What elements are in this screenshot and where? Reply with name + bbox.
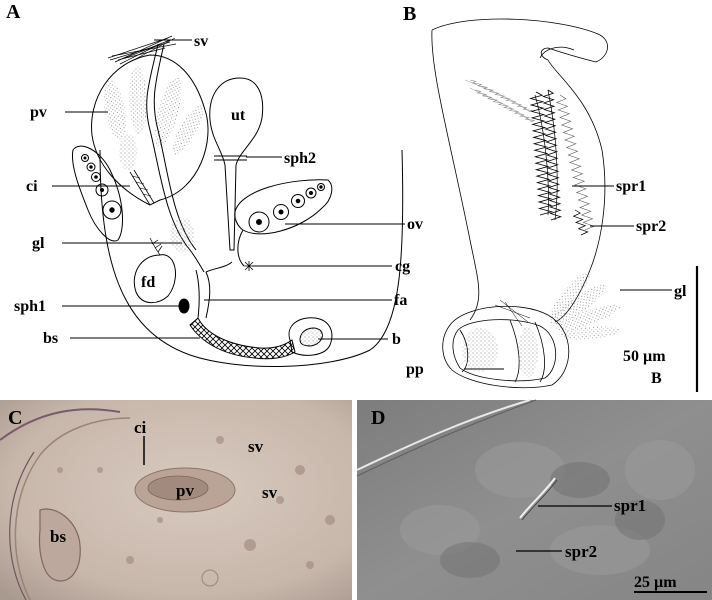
label-ov: ov: [407, 216, 423, 233]
panel-letter-d: D: [371, 407, 385, 429]
label-ci-c: ci: [134, 418, 147, 437]
cirrus: [129, 171, 151, 206]
panel-letter-b: B: [403, 3, 416, 25]
panel-a-text: A sv pv ut sph2 ci ov gl cg fd sph1 fa b…: [6, 1, 423, 348]
label-gl-b: gl: [674, 283, 687, 300]
spicule-d: [519, 477, 556, 519]
label-bs-c: bs: [50, 527, 66, 546]
photo-d: [357, 400, 712, 600]
uterus: [209, 77, 264, 251]
label-fa: fa: [394, 292, 407, 309]
label-b: b: [392, 331, 401, 348]
copulatory-organ-outline: [431, 18, 608, 323]
ejaculatory-duct: [146, 43, 205, 273]
panel-letter-c: C: [8, 407, 22, 429]
panel-a-leaders: [52, 39, 405, 340]
panel-b-text: B spr1 spr2 gl pp 50 µm B: [403, 3, 687, 387]
label-sv: sv: [194, 33, 208, 50]
spine-row-faint: [464, 79, 533, 123]
penis-papilla: [442, 305, 570, 389]
label-fd: fd: [141, 274, 155, 291]
female-duct: [133, 254, 176, 304]
label-spr2-d: spr2: [565, 542, 597, 561]
ci-column: [71, 145, 123, 242]
prostatic-gland-lobes: [103, 66, 204, 170]
panel-letter-a: A: [6, 1, 21, 23]
cement-gland: [244, 261, 254, 271]
label-gl: gl: [32, 235, 45, 252]
panel-c: C ci sv pv sv bs: [0, 400, 352, 600]
panel-d: D spr1 spr2 25 µm: [356, 399, 712, 600]
label-cg: cg: [395, 258, 410, 275]
ovary-oocytes: [248, 183, 325, 233]
label-sv-c1: sv: [248, 437, 264, 456]
sphincter-2: [214, 155, 247, 161]
label-ci: ci: [26, 178, 38, 195]
spine-zigzag: [469, 79, 534, 113]
spine-zigzag: [528, 91, 554, 216]
sphincter-1: [178, 298, 190, 314]
gland-lobes-b: [549, 271, 621, 340]
bursa: [288, 317, 333, 356]
label-spr2: spr2: [636, 218, 666, 235]
label-spr1-d: spr1: [614, 496, 646, 515]
label-bs: bs: [43, 330, 58, 347]
panel-a: [52, 35, 405, 367]
scale-text-d: 25 µm: [634, 574, 677, 591]
spine-zigzag: [572, 209, 589, 236]
label-spr1: spr1: [616, 178, 646, 195]
label-sph1: sph1: [14, 298, 46, 315]
label-pv-c: pv: [176, 481, 194, 500]
label-ut: ut: [231, 107, 246, 124]
ci-cells: [81, 154, 122, 220]
scale-ref-b: B: [651, 370, 662, 387]
label-pv: pv: [30, 104, 47, 121]
spine-zigzag: [542, 89, 563, 221]
bursa-stalk: [189, 317, 296, 360]
spines-b: [469, 79, 596, 236]
body-outline: [99, 149, 404, 367]
ovary: [234, 179, 333, 235]
gland-stipple: [170, 217, 194, 253]
spine-zigzag: [555, 94, 596, 231]
label-pp: pp: [406, 361, 424, 378]
label-sph2: sph2: [284, 150, 316, 167]
papilla-stipple: [462, 327, 538, 377]
panel-b: [431, 18, 699, 392]
label-sv-c2: sv: [262, 483, 278, 502]
prostatic-vesicle: [91, 54, 209, 206]
scale-text-b: 50 µm: [623, 348, 666, 365]
seminal-vesicle-fibers: [107, 35, 177, 65]
panel-b-leaders: [464, 185, 672, 370]
